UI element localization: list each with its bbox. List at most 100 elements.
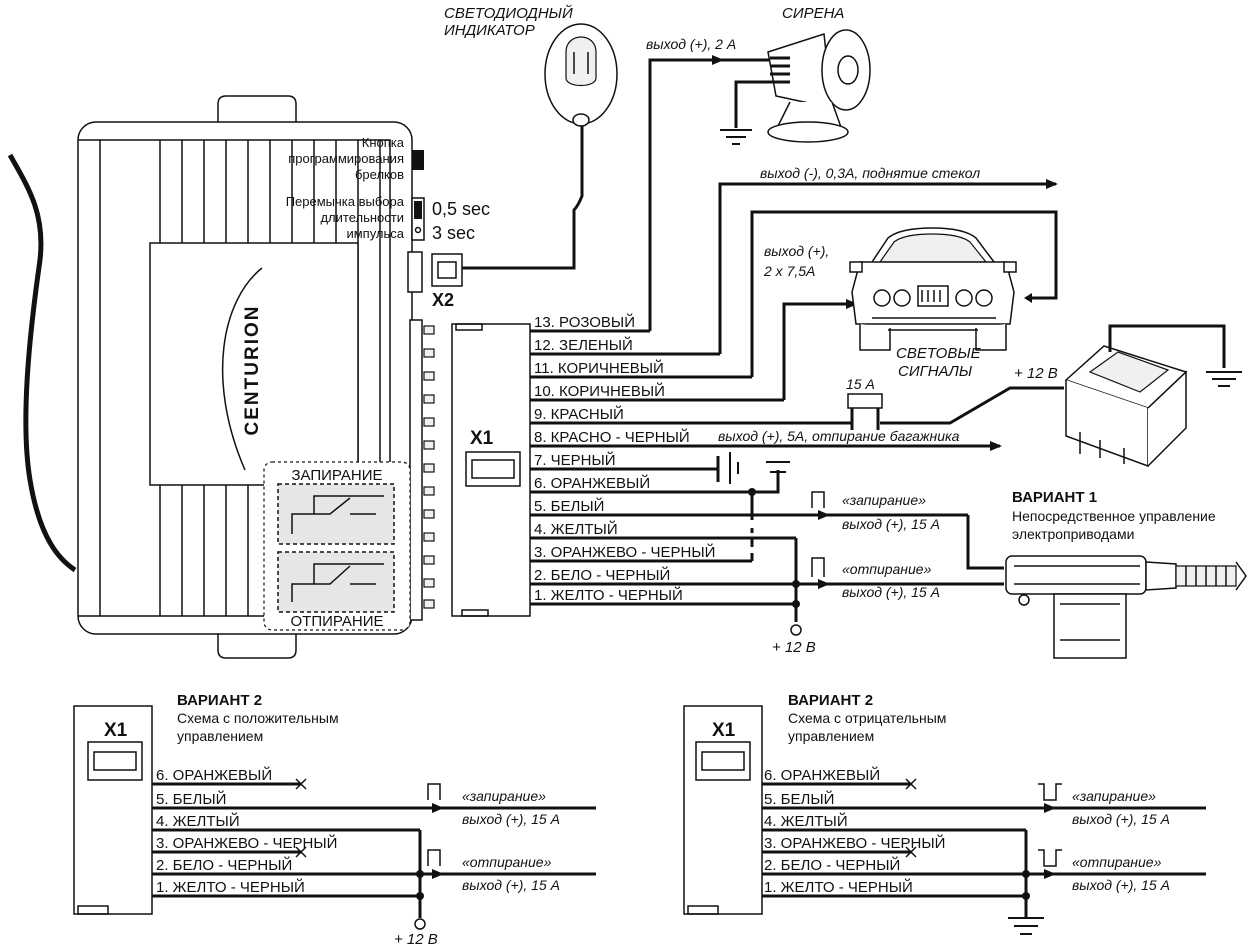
variant1-desc-2: электроприводами	[1012, 526, 1134, 542]
lights-output-label-2: 2 x 7,5А	[763, 263, 815, 279]
pulse-long-label: 3 sec	[432, 223, 475, 243]
control-unit: CENTURION Кнопка программирования брелко…	[7, 95, 490, 659]
ground-cell-symbol	[729, 452, 790, 484]
x1-wire-labels: 13. РОЗОВЫЙ 12. ЗЕЛЕНЫЙ 11. КОРИЧНЕВЫЙ 1…	[534, 313, 715, 604]
x1-side-pins	[423, 325, 435, 609]
trunk-output-label: выход (+), 5А, отпирание багажника	[718, 428, 960, 444]
x1-label: X1	[470, 428, 494, 449]
variant1-unlock-label: «отпирание»	[842, 561, 932, 577]
wire-4-label: 4. ЖЕЛТЫЙ	[534, 520, 618, 538]
lock-relay-label: ЗАПИРАНИЕ	[291, 467, 382, 484]
wire-12-label: 12. ЗЕЛЕНЫЙ	[534, 336, 633, 354]
variant-2-positive: X1 ВАРИАНТ 2 Схема с положительным управ…	[73, 692, 596, 948]
door-actuator	[1005, 555, 1247, 659]
v2pos-lock-label: «запирание»	[462, 788, 546, 804]
wire-2-label: 2. БЕЛО - ЧЕРНЫЙ	[534, 566, 670, 584]
brand-logo: CENTURION	[242, 305, 263, 436]
v2pos-lock-output: выход (+), 15 А	[462, 811, 560, 827]
v2neg-unlock-output: выход (+), 15 А	[1072, 877, 1170, 893]
window-output-label: выход (-), 0,3А, поднятие стекол	[760, 165, 980, 181]
unlock-relay-label: ОТПИРАНИЕ	[290, 613, 383, 630]
variant1-lock-output: выход (+), 15 А	[842, 516, 940, 532]
siren: СИРЕНА выход (+), 2 А	[646, 5, 871, 145]
wire-11-label: 11. КОРИЧНЕВЫЙ	[534, 359, 664, 377]
v2pos-plus12: + 12 В	[394, 931, 438, 948]
wire-7-label: 7. ЧЕРНЫЙ	[534, 451, 616, 469]
v2neg-unlock-label: «отпирание»	[1072, 854, 1162, 870]
v2pos-desc-2: управлением	[177, 728, 263, 744]
siren-output-label: выход (+), 2 А	[646, 36, 736, 52]
variant1-desc-1: Непосредственное управление	[1012, 508, 1216, 524]
v2neg-lock-output: выход (+), 15 А	[1072, 811, 1170, 827]
v2neg-wire-5: 5. БЕЛЫЙ	[764, 790, 834, 808]
led-label-2: ИНДИКАТОР	[444, 22, 535, 39]
wire-9-label: 9. КРАСНЫЙ	[534, 405, 624, 423]
mount-tab-bottom	[217, 632, 297, 659]
v2pos-unlock-output: выход (+), 15 А	[462, 877, 560, 893]
pulse-short-label: 0,5 sec	[432, 199, 490, 219]
v2pos-wire-2: 2. БЕЛО - ЧЕРНЫЙ	[156, 856, 292, 874]
programming-button[interactable]	[412, 150, 424, 170]
v2pos-wire-3: 3. ОРАНЖЕВО - ЧЕРНЫЙ	[156, 834, 337, 852]
variant1-lock-label: «запирание»	[842, 492, 926, 508]
x2-label: X2	[432, 290, 454, 310]
mount-tab-top	[217, 95, 297, 122]
x1-wire-lines	[530, 329, 1004, 606]
car-lights: выход (+), 2 x 7,5А СВЕТОВЫЕ СИГНАЛЫ	[763, 227, 1017, 380]
lights-output-label-1: выход (+),	[764, 243, 829, 259]
variant-1: ВАРИАНТ 1 Непосредственное управление эл…	[811, 489, 1247, 659]
fuse-label: 15 А	[846, 376, 875, 392]
prog-button-label-3: брелков	[355, 167, 404, 182]
wire-1-label: 1. ЖЕЛТО - ЧЕРНЫЙ	[534, 586, 683, 604]
prog-button-label-2: программирования	[288, 151, 404, 166]
v2pos-wire-6: 6. ОРАНЖЕВЫЙ	[156, 766, 272, 784]
wire-6-label: 6. ОРАНЖЕВЫЙ	[534, 474, 650, 492]
lights-label-1: СВЕТОВЫЕ	[896, 345, 982, 362]
v2neg-wire-3: 3. ОРАНЖЕВО - ЧЕРНЫЙ	[764, 834, 945, 852]
v2neg-wire-6: 6. ОРАНЖЕВЫЙ	[764, 766, 880, 784]
v2neg-wire-1: 1. ЖЕЛТО - ЧЕРНЫЙ	[764, 878, 913, 896]
v2neg-title: ВАРИАНТ 2	[788, 692, 873, 709]
battery: + 12 В	[1014, 324, 1242, 468]
fuse: 15 А	[846, 376, 883, 430]
v2neg-lock-label: «запирание»	[1072, 788, 1156, 804]
battery-plus-label: + 12 В	[1014, 365, 1058, 382]
v2neg-desc-2: управлением	[788, 728, 874, 744]
jumper-label-3: импульса	[346, 226, 404, 241]
antenna-cable	[7, 153, 77, 573]
v2neg-wire-4: 4. ЖЕЛТЫЙ	[764, 812, 848, 830]
variant1-title: ВАРИАНТ 1	[1012, 489, 1097, 506]
v2pos-unlock-label: «отпирание»	[462, 854, 552, 870]
wire-8-label: 8. КРАСНО - ЧЕРНЫЙ	[534, 428, 690, 446]
v2neg-desc-1: Схема с отрицательным	[788, 710, 946, 726]
label-plate	[149, 242, 359, 486]
led-label-1: СВЕТОДИОДНЫЙ	[444, 4, 573, 22]
prog-button-label-1: Кнопка	[362, 135, 405, 150]
v2pos-wire-5: 5. БЕЛЫЙ	[156, 790, 226, 808]
plus12-terminal: + 12 В	[772, 624, 816, 656]
lights-label-2: СИГНАЛЫ	[898, 363, 973, 380]
jumper-label-2: длительности	[320, 210, 404, 225]
plus12-label: + 12 В	[772, 639, 816, 656]
x1-connector: X1	[451, 323, 531, 617]
led-indicator: СВЕТОДИОДНЫЙ ИНДИКАТОР	[444, 4, 618, 127]
v2pos-x1-label: X1	[104, 720, 128, 741]
v2pos-desc-1: Схема с положительным	[177, 710, 339, 726]
variant-2-negative: X1 ВАРИАНТ 2 Схема с отрицательным управ…	[683, 692, 1206, 935]
v2neg-x1-label: X1	[712, 720, 736, 741]
variant1-unlock-output: выход (+), 15 А	[842, 584, 940, 600]
unlock-relay	[277, 551, 395, 613]
v2pos-wire-4: 4. ЖЕЛТЫЙ	[156, 812, 240, 830]
wire-3-label: 3. ОРАНЖЕВО - ЧЕРНЫЙ	[534, 543, 715, 561]
wire-5-label: 5. БЕЛЫЙ	[534, 497, 604, 515]
wire-arrows	[712, 55, 1058, 608]
x2-connector	[431, 253, 463, 287]
wire-13-label: 13. РОЗОВЫЙ	[534, 313, 635, 331]
jumper-label-1: Перемычка выбора	[286, 194, 405, 209]
routing-wires	[462, 58, 1064, 622]
v2pos-title: ВАРИАНТ 2	[177, 692, 262, 709]
wire-10-label: 10. КОРИЧНЕВЫЙ	[534, 382, 665, 400]
v2pos-wire-1: 1. ЖЕЛТО - ЧЕРНЫЙ	[156, 878, 305, 896]
v2neg-wire-2: 2. БЕЛО - ЧЕРНЫЙ	[764, 856, 900, 874]
